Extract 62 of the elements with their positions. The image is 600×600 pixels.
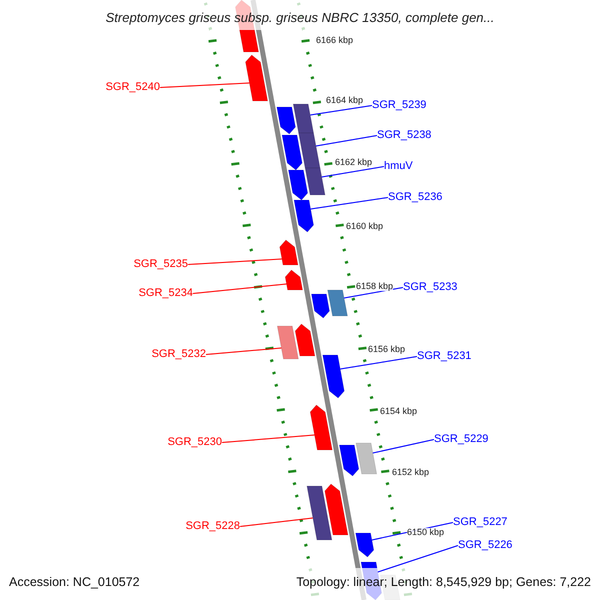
gene-label: SGR_5227 — [453, 517, 508, 528]
gene-block — [298, 132, 320, 168]
gene-block — [356, 442, 378, 474]
gene-feature — [294, 324, 316, 356]
gene-feature — [279, 240, 298, 266]
gene-label: SGR_5230 — [168, 437, 222, 448]
scale-label: 6158 kbp — [356, 282, 394, 291]
gene-block — [276, 326, 299, 360]
leader-line — [206, 348, 282, 355]
gene-label: SGR_5233 — [403, 282, 458, 293]
gene-feature — [322, 354, 345, 398]
leader-line — [321, 166, 384, 178]
gene-label: SGR_5226 — [458, 540, 512, 551]
gene-block — [292, 104, 314, 134]
topology-text: Topology: linear; Length: 8,545,929 bp; Genes: 7,222 — [296, 576, 591, 588]
leader-line — [310, 105, 372, 116]
leader-line — [160, 82, 250, 88]
gene-feature — [294, 200, 314, 232]
scale-label: 6156 kbp — [368, 345, 406, 354]
leader-line — [310, 197, 388, 210]
gene-label: SGR_5234 — [138, 288, 193, 299]
gene-label: SGR_5229 — [434, 434, 488, 445]
gene-feature — [355, 532, 374, 558]
scale-label: 6152 kbp — [392, 468, 430, 477]
gene-feature — [311, 294, 330, 318]
gene-label: hmuV — [384, 161, 413, 172]
gene-feature — [310, 404, 333, 450]
gene-feature — [338, 444, 360, 476]
leader-line — [188, 258, 282, 265]
gene-label: SGR_5232 — [152, 349, 206, 360]
gene-feature — [282, 134, 303, 170]
gene-label: SGR_5238 — [377, 130, 432, 141]
scale-label: 6162 kbp — [335, 158, 372, 167]
scale-label: 6160 kbp — [346, 222, 384, 231]
gene-block — [327, 290, 348, 316]
gene-label: SGR_5235 — [134, 259, 188, 270]
gene-label: SGR_5236 — [388, 192, 442, 203]
gene-feature — [276, 106, 296, 134]
leader-line — [344, 287, 404, 298]
gene-block — [304, 168, 326, 196]
leader-line — [316, 135, 378, 146]
leader-line — [192, 284, 287, 294]
scale-label: 6164 kbp — [326, 96, 364, 105]
leader-line — [340, 356, 418, 370]
leader-line — [240, 518, 314, 527]
gene-block — [306, 486, 332, 540]
leader-line — [222, 434, 315, 443]
accession-text: Accession: NC_010572 — [9, 576, 140, 588]
gene-label: SGR_5239 — [372, 100, 426, 111]
gene-feature — [245, 54, 268, 102]
map-title: Streptomyces griseus subsp. griseus NBRC 13350, complete gen... — [104, 11, 496, 24]
gene-label: SGR_5228 — [186, 521, 240, 532]
scale-label: 6154 kbp — [380, 407, 418, 416]
scale-label: 6166 kbp — [316, 36, 354, 45]
gene-label: SGR_5240 — [106, 82, 160, 93]
gene-feature — [288, 170, 308, 200]
gene-feature — [324, 484, 348, 536]
leader-line — [372, 439, 434, 454]
gene-feature — [284, 270, 303, 290]
leader-line — [377, 545, 458, 572]
scale-label: 6150 kbp — [407, 528, 444, 537]
gene-label: SGR_5231 — [417, 351, 472, 362]
